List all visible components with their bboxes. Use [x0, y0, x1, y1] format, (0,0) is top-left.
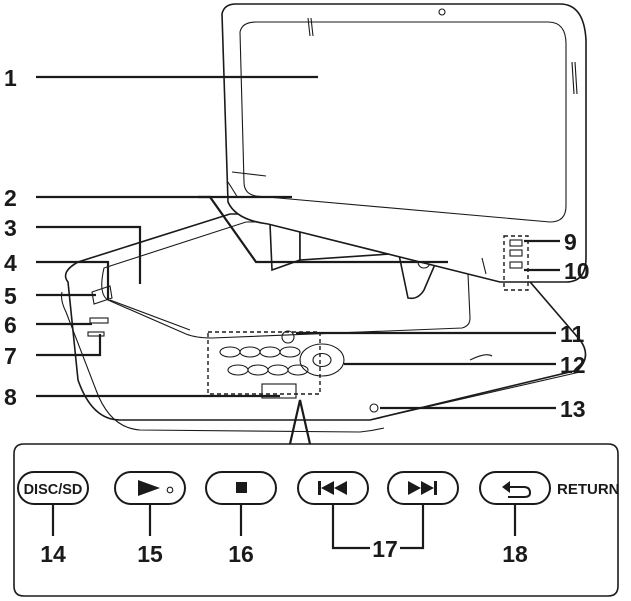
- play-icon: [138, 480, 160, 496]
- callout-16: 16: [228, 541, 254, 567]
- callout-6: 6: [4, 312, 17, 338]
- front-button-cluster: [219, 330, 345, 377]
- callout-13: 13: [560, 396, 586, 422]
- callout-17: 17: [372, 536, 398, 562]
- callout-4: 4: [4, 250, 17, 276]
- callout-12: 12: [560, 352, 586, 378]
- skip-forward-button: [387, 471, 459, 505]
- button-cluster-outline: [207, 331, 321, 395]
- disc-sd-label: DISC/SD: [24, 482, 83, 498]
- callout-numbers: 1 2 3 4 5 6 7 8 9 10 11 12 13: [4, 65, 590, 422]
- callout-7: 7: [4, 343, 17, 369]
- callout-14: 14: [40, 541, 66, 567]
- callout-10: 10: [564, 258, 590, 284]
- callout-8: 8: [4, 384, 17, 410]
- callout-2: 2: [4, 185, 17, 211]
- side-port-outline: [503, 235, 529, 291]
- callout-5: 5: [4, 283, 17, 309]
- stop-icon: [236, 482, 247, 493]
- callout-3: 3: [4, 215, 17, 241]
- return-label: RETURN: [557, 481, 620, 498]
- leader-lines: [36, 75, 560, 445]
- return-button: RETURN: [479, 471, 620, 505]
- skip-forward-icon: [408, 481, 437, 495]
- stop-button: [205, 471, 277, 505]
- skip-back-button: [297, 471, 369, 505]
- callout-9: 9: [564, 229, 577, 255]
- disc-sd-button: DISC/SD: [17, 471, 89, 505]
- skip-back-icon: [318, 481, 347, 495]
- callout-11: 11: [560, 321, 585, 347]
- callout-18: 18: [502, 541, 528, 567]
- callout-1: 1: [4, 65, 17, 91]
- play-indicator-dot: [166, 486, 174, 494]
- player-screen: [221, 3, 587, 291]
- return-icon: [502, 481, 532, 498]
- button-legend-panel: DISC/SD: [13, 443, 620, 597]
- play-button: [114, 471, 186, 505]
- callout-15: 15: [137, 541, 163, 567]
